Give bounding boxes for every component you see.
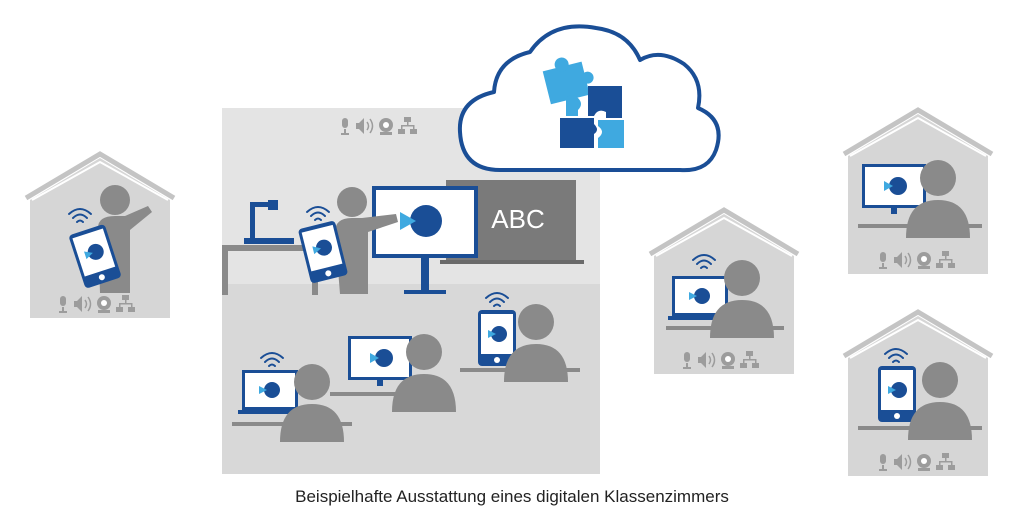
blackboard-text: ABC — [491, 204, 544, 234]
diagram-caption: Beispielhafte Ausstattung eines digitale… — [295, 487, 729, 506]
puzzle-icon — [542, 57, 624, 148]
student-phone-classroom — [460, 292, 580, 382]
cloud — [457, 24, 721, 173]
student-laptop-classroom — [232, 352, 352, 442]
home-student-monitor — [844, 110, 992, 274]
classroom: ABC — [222, 108, 600, 474]
monitor-device — [348, 336, 412, 386]
classroom-diagram: ABC — [0, 24, 1024, 480]
monitor-device — [862, 164, 926, 214]
phone-device — [878, 366, 916, 422]
home-teacher — [26, 154, 174, 318]
student-monitor-classroom — [330, 334, 456, 412]
home-student-phone — [844, 312, 992, 476]
laptop-device — [238, 370, 302, 414]
document-camera-icon — [244, 200, 294, 244]
home-student-laptop — [650, 210, 798, 374]
person-teacher-class — [335, 187, 398, 294]
